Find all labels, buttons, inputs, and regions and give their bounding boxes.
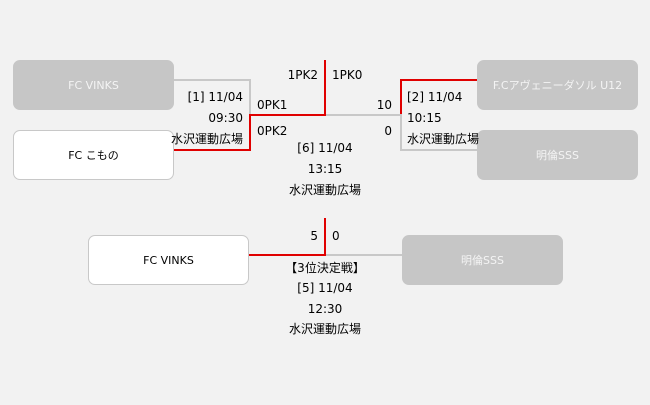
team-box-meirin-third-place[interactable]: 明倫SSS xyxy=(402,235,563,285)
bracket-line-m1-upper xyxy=(249,79,251,115)
third-place-title: 【3位決定戦】 xyxy=(285,261,365,275)
final-time: 13:15 xyxy=(307,162,343,176)
third-score-left: 5 xyxy=(310,229,318,243)
team-name: 明倫SSS xyxy=(461,254,504,267)
final-venue: 水沢運動広場 xyxy=(288,183,362,197)
match2-number-date: [2] 11/04 xyxy=(407,90,463,104)
team-box-komono-round1[interactable]: FC こもの xyxy=(13,130,174,180)
match1-venue: 水沢運動広場 xyxy=(170,132,243,146)
bracket-line-third-stem xyxy=(324,218,326,256)
bracket-line-avvenire xyxy=(401,79,477,81)
team-name: F.Cアヴェニーダソル U12 xyxy=(492,79,623,92)
bracket-line-m1-to-final xyxy=(249,114,326,116)
bracket-line-m2-upper xyxy=(400,79,402,116)
match1-time: 09:30 xyxy=(208,111,243,125)
team-name: 明倫SSS xyxy=(536,149,579,162)
match2-score-top: 10 xyxy=(376,98,392,112)
bracket-line-komono xyxy=(174,149,250,151)
match2-time: 10:15 xyxy=(407,111,442,125)
team-name: FC VINKS xyxy=(143,253,194,267)
team-name: FC VINKS xyxy=(68,78,119,92)
match1-score-bottom: 0PK2 xyxy=(257,124,288,138)
match2-score-bottom: 0 xyxy=(384,124,392,138)
match1-score-top: 0PK1 xyxy=(257,98,288,112)
bracket-line-m2-lower xyxy=(400,114,402,151)
final-score-left: 1PK2 xyxy=(287,68,318,82)
final-number-date: [6] 11/04 xyxy=(297,141,353,155)
bracket-line-meirin xyxy=(401,149,477,151)
team-box-meirin-round1[interactable]: 明倫SSS xyxy=(477,130,638,180)
bracket-line-third-left xyxy=(249,254,326,256)
team-box-vinks-round1[interactable]: FC VINKS xyxy=(13,60,174,110)
bracket-line-m2-to-final xyxy=(326,114,402,116)
third-venue: 水沢運動広場 xyxy=(288,322,362,336)
bracket-line-third-right xyxy=(326,254,402,256)
team-box-vinks-third-place[interactable]: FC VINKS xyxy=(88,235,249,285)
bracket-line-vinks xyxy=(174,79,250,81)
match2-venue: 水沢運動広場 xyxy=(407,132,480,146)
team-name: FC こもの xyxy=(68,149,119,162)
bracket-line-final-stem xyxy=(324,60,326,116)
match1-number-date: [1] 11/04 xyxy=(187,90,243,104)
final-score-right: 1PK0 xyxy=(332,68,363,82)
team-box-avvenire-round1[interactable]: F.Cアヴェニーダソル U12 xyxy=(477,60,638,110)
third-time: 12:30 xyxy=(307,302,343,316)
bracket-line-m1-lower xyxy=(249,114,251,151)
third-score-right: 0 xyxy=(332,229,340,243)
third-number-date: [5] 11/04 xyxy=(297,281,353,295)
